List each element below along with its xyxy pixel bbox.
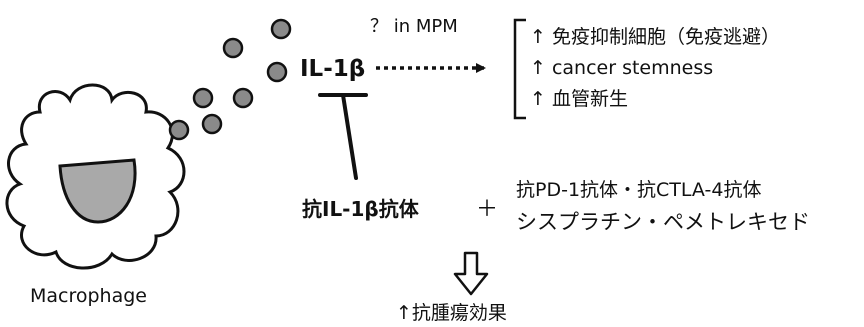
antibody-label: 抗IL-1β抗体 (302, 197, 419, 221)
il1b-particle (232, 87, 254, 109)
il1b-particles (168, 18, 292, 141)
il1b-particle (266, 61, 288, 83)
effects-bracket (513, 18, 526, 120)
il1b-particle (192, 87, 214, 109)
il1b-particle (168, 119, 190, 141)
down-arrow-icon (453, 251, 489, 296)
il1b-particle (222, 37, 244, 59)
cytokine-label: IL-1β (300, 56, 366, 82)
effect-stemness: ↑ cancer stemness (530, 57, 714, 79)
cell-label: Macrophage (30, 285, 147, 307)
il1b-particle (270, 18, 292, 40)
plus-sign: ＋ (476, 197, 499, 222)
question-label: ？ in MPM (370, 16, 458, 37)
outcome-label: ↑抗腫瘍効果 (396, 302, 507, 324)
combo-therapy-line1: 抗PD-1抗体・抗CTLA-4抗体 (516, 179, 762, 201)
il1b-particle (201, 113, 223, 135)
effect-immunosuppression: ↑ 免疫抑制細胞（免疫逃避） (530, 26, 780, 48)
effect-angiogenesis: ↑ 血管新生 (530, 88, 628, 110)
combo-therapy-line2: シスプラチン・ペメトレキセド (516, 210, 810, 234)
inhibition-symbol (318, 93, 368, 180)
macrophage-nucleus (58, 158, 137, 224)
